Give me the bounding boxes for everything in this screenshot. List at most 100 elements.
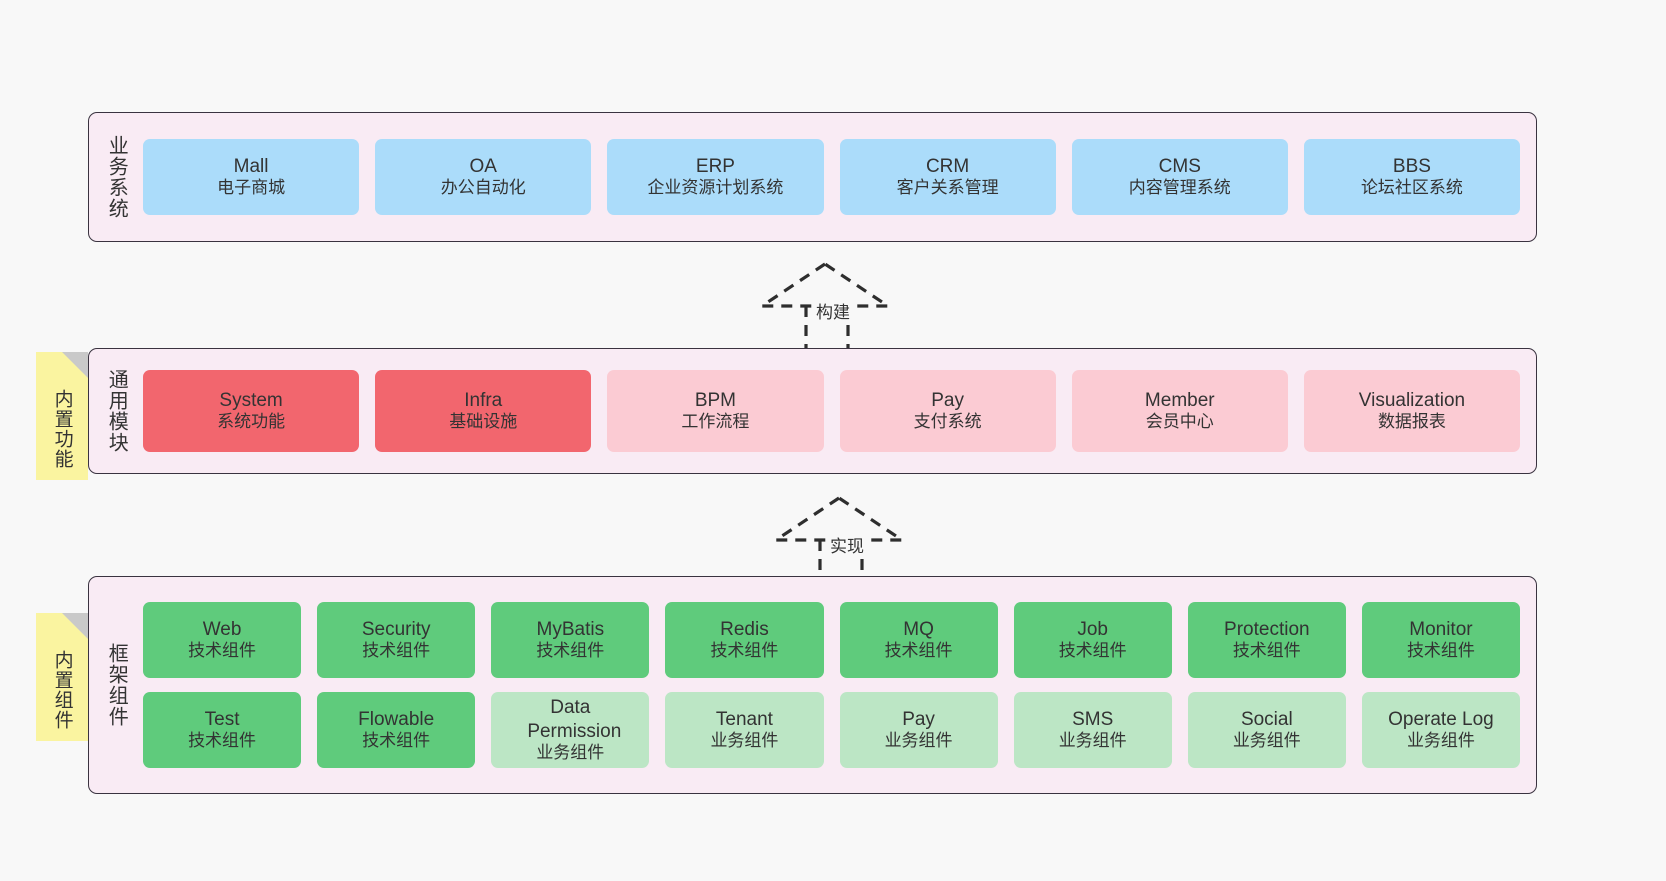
card-row: System 系统功能 Infra 基础设施 BPM 工作流程 Pay 支付系统… — [143, 370, 1521, 452]
layer-business-system: 业务系统 Mall 电子商城 OA 办公自动化 ERP 企业资源计划系统 CRM… — [88, 112, 1537, 242]
card-subtitle: 基础设施 — [449, 412, 518, 432]
card-subtitle: 论坛社区系统 — [1360, 178, 1463, 198]
card-title: Mall — [233, 156, 269, 178]
card-infra[interactable]: Infra 基础设施 — [375, 370, 592, 452]
card-title: Web — [202, 619, 242, 641]
note-fold-corner — [62, 352, 88, 378]
card-mq[interactable]: MQ 技术组件 — [839, 602, 998, 678]
card-bbs[interactable]: BBS 论坛社区系统 — [1303, 139, 1521, 215]
card-tenant[interactable]: Tenant 业务组件 — [665, 692, 824, 768]
note-builtin-component: 内置组件 — [36, 613, 88, 741]
card-subtitle: 技术组件 — [1058, 641, 1127, 661]
card-subtitle: 技术组件 — [362, 641, 431, 661]
connector-build: 构建 — [752, 258, 902, 350]
card-visualization[interactable]: Visualization 数据报表 — [1303, 370, 1521, 452]
card-subtitle: 业务组件 — [1232, 731, 1301, 751]
card-title: Protection — [1224, 619, 1310, 641]
card-data-permission[interactable]: Data Permission 业务组件 — [491, 692, 650, 768]
card-subtitle: 会员中心 — [1145, 412, 1214, 432]
connector-implement: 实现 — [766, 492, 916, 574]
card-title: Flowable — [358, 709, 435, 731]
card-security[interactable]: Security 技术组件 — [317, 602, 476, 678]
card-title: Redis — [720, 619, 769, 641]
card-sms[interactable]: SMS 业务组件 — [1013, 692, 1172, 768]
layer-label-framework-component: 框架组件 — [105, 643, 128, 727]
card-subtitle: 业务组件 — [710, 731, 779, 751]
card-subtitle: 数据报表 — [1377, 412, 1446, 432]
card-protection[interactable]: Protection 技术组件 — [1187, 602, 1346, 678]
card-subtitle: 技术组件 — [710, 641, 779, 661]
card-title: BPM — [694, 390, 737, 412]
card-title: CRM — [925, 156, 970, 178]
card-test[interactable]: Test 技术组件 — [143, 692, 302, 768]
layer-common-module: 通用模块 System 系统功能 Infra 基础设施 BPM 工作流程 Pay… — [88, 348, 1537, 474]
card-title: Job — [1077, 619, 1108, 641]
card-flowable[interactable]: Flowable 技术组件 — [317, 692, 476, 768]
card-title: Data Permission — [527, 697, 622, 742]
card-pay-business[interactable]: Pay 业务组件 — [839, 692, 998, 768]
card-subtitle: 技术组件 — [536, 641, 605, 661]
card-subtitle: 业务组件 — [536, 742, 605, 762]
card-monitor[interactable]: Monitor 技术组件 — [1361, 602, 1520, 678]
card-bpm[interactable]: BPM 工作流程 — [607, 370, 824, 452]
card-title: Pay — [931, 390, 964, 412]
layer-body-business-system: Mall 电子商城 OA 办公自动化 ERP 企业资源计划系统 CRM 客户关系… — [135, 113, 1536, 241]
card-title: Tenant — [715, 709, 773, 731]
connector-build-label: 构建 — [814, 298, 852, 323]
card-subtitle: 系统功能 — [217, 412, 286, 432]
card-title: Monitor — [1409, 619, 1473, 641]
card-pay[interactable]: Pay 支付系统 — [839, 370, 1056, 452]
card-title: Infra — [464, 390, 503, 412]
layer-label-business-system: 业务系统 — [105, 135, 128, 219]
card-operate-log[interactable]: Operate Log 业务组件 — [1361, 692, 1520, 768]
card-title: SMS — [1072, 709, 1114, 731]
card-subtitle: 客户关系管理 — [896, 178, 999, 198]
card-subtitle: 办公自动化 — [440, 178, 526, 198]
card-cms[interactable]: CMS 内容管理系统 — [1071, 139, 1288, 215]
card-member[interactable]: Member 会员中心 — [1071, 370, 1288, 452]
note-builtin-function: 内置功能 — [36, 352, 88, 480]
card-subtitle: 内容管理系统 — [1128, 178, 1231, 198]
card-row: Mall 电子商城 OA 办公自动化 ERP 企业资源计划系统 CRM 客户关系… — [143, 139, 1521, 215]
card-subtitle: 电子商城 — [217, 178, 286, 198]
card-title: Test — [204, 709, 240, 731]
layer-body-common-module: System 系统功能 Infra 基础设施 BPM 工作流程 Pay 支付系统… — [135, 349, 1536, 473]
card-system[interactable]: System 系统功能 — [143, 370, 360, 452]
card-subtitle: 工作流程 — [681, 412, 750, 432]
card-title: Social — [1240, 709, 1293, 731]
card-subtitle: 技术组件 — [188, 731, 257, 751]
card-subtitle: 企业资源计划系统 — [647, 178, 784, 198]
card-title: Operate Log — [1388, 709, 1494, 731]
card-mall[interactable]: Mall 电子商城 — [143, 139, 360, 215]
card-web[interactable]: Web 技术组件 — [143, 602, 302, 678]
card-title: CMS — [1158, 156, 1201, 178]
card-oa[interactable]: OA 办公自动化 — [375, 139, 592, 215]
card-redis[interactable]: Redis 技术组件 — [665, 602, 824, 678]
card-title: MyBatis — [536, 619, 605, 641]
card-mybatis[interactable]: MyBatis 技术组件 — [491, 602, 650, 678]
note-label: 内置功能 — [51, 389, 73, 469]
card-subtitle: 业务组件 — [884, 731, 953, 751]
card-subtitle: 业务组件 — [1058, 731, 1127, 751]
card-title: Security — [361, 619, 431, 641]
note-label: 内置组件 — [51, 650, 73, 730]
card-subtitle: 支付系统 — [913, 412, 982, 432]
layer-label-common-module: 通用模块 — [105, 369, 128, 453]
card-title: OA — [469, 156, 497, 178]
card-job[interactable]: Job 技术组件 — [1013, 602, 1172, 678]
card-subtitle: 技术组件 — [188, 641, 257, 661]
card-title: Pay — [902, 709, 935, 731]
note-fold-corner — [62, 613, 88, 639]
layer-framework-component: 框架组件 Web 技术组件 Security 技术组件 MyBatis 技术组件… — [88, 576, 1537, 794]
card-erp[interactable]: ERP 企业资源计划系统 — [607, 139, 824, 215]
card-subtitle: 技术组件 — [884, 641, 953, 661]
card-title: Member — [1144, 390, 1215, 412]
card-social[interactable]: Social 业务组件 — [1187, 692, 1346, 768]
card-crm[interactable]: CRM 客户关系管理 — [839, 139, 1056, 215]
card-subtitle: 技术组件 — [1232, 641, 1301, 661]
connector-implement-label: 实现 — [828, 532, 866, 557]
card-row: Test 技术组件 Flowable 技术组件 Data Permission … — [143, 692, 1520, 768]
card-subtitle: 技术组件 — [362, 731, 431, 751]
card-title: Visualization — [1358, 390, 1466, 412]
